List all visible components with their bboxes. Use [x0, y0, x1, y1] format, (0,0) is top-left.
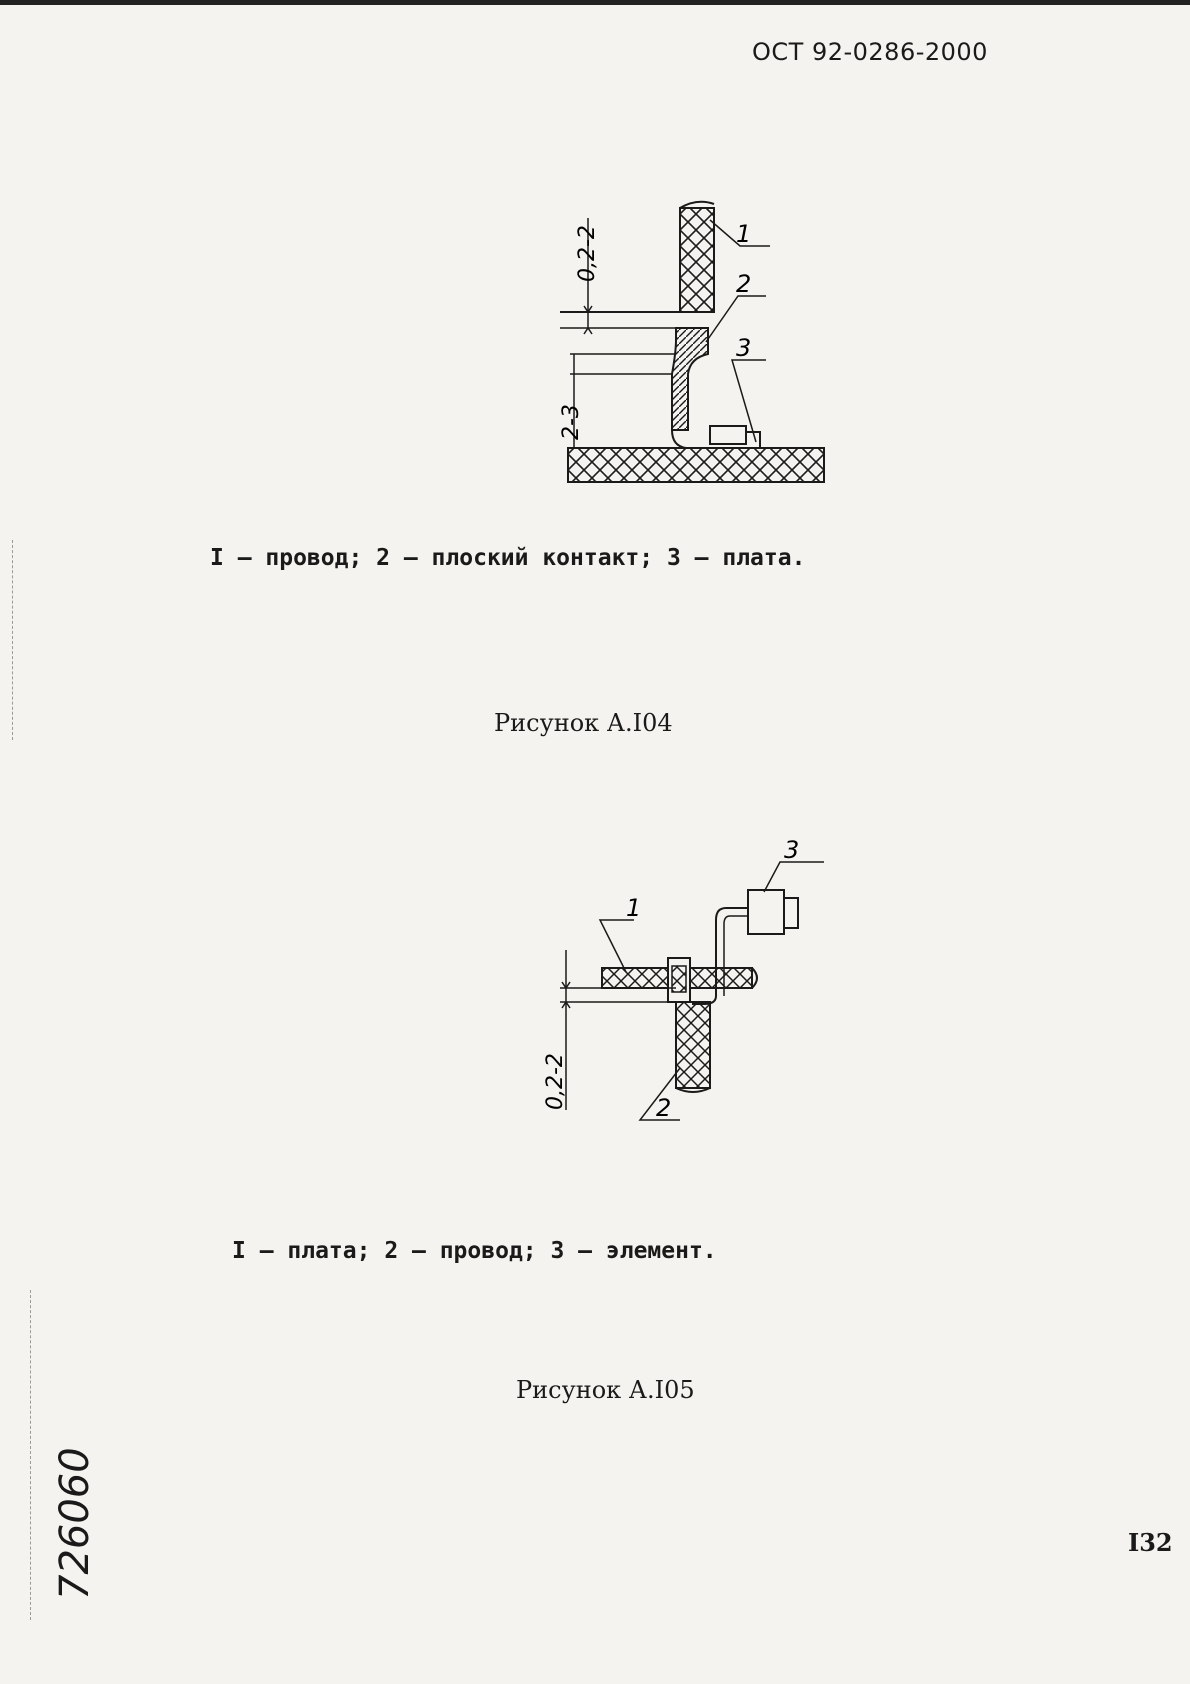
figure-a104-title: Рисунок А.I04	[494, 709, 673, 737]
document-code: ОСТ 92-0286-2000	[752, 38, 988, 66]
scan-margin-line	[30, 1290, 31, 1620]
terminal-part	[668, 958, 690, 1002]
callout-label: 3	[784, 836, 799, 864]
callout-label: 1	[736, 220, 751, 248]
wire-part	[680, 202, 714, 312]
dimension-label: 0,2-2	[575, 225, 600, 282]
figure-a105-title: Рисунок А.I05	[516, 1376, 695, 1404]
flat-contact-part	[672, 328, 770, 448]
figure-a105-drawing: 0,2-2 1 2 3	[530, 820, 830, 1130]
callout-label: 2	[656, 1094, 671, 1122]
dimension-label: 0,2-2	[543, 1053, 568, 1110]
figure-a104-caption: I – провод; 2 – плоский контакт; 3 – пла…	[210, 545, 805, 571]
dimension-label: 2-3	[560, 404, 584, 440]
board-part	[568, 448, 824, 482]
wire-part	[676, 1002, 710, 1092]
top-border-line	[0, 0, 1190, 5]
scan-margin-line	[12, 540, 13, 740]
figure-a104-drawing: 0,2-2 2-3 1 2 3	[560, 190, 840, 490]
figure-a105-caption: I – плата; 2 – провод; 3 – элемент.	[232, 1238, 717, 1264]
callout-label: 1	[626, 894, 641, 922]
callout-label: 3	[736, 334, 751, 362]
page-number: I32	[1128, 1528, 1173, 1557]
inventory-number: 726060	[52, 1447, 98, 1600]
callout-label: 2	[736, 270, 751, 298]
